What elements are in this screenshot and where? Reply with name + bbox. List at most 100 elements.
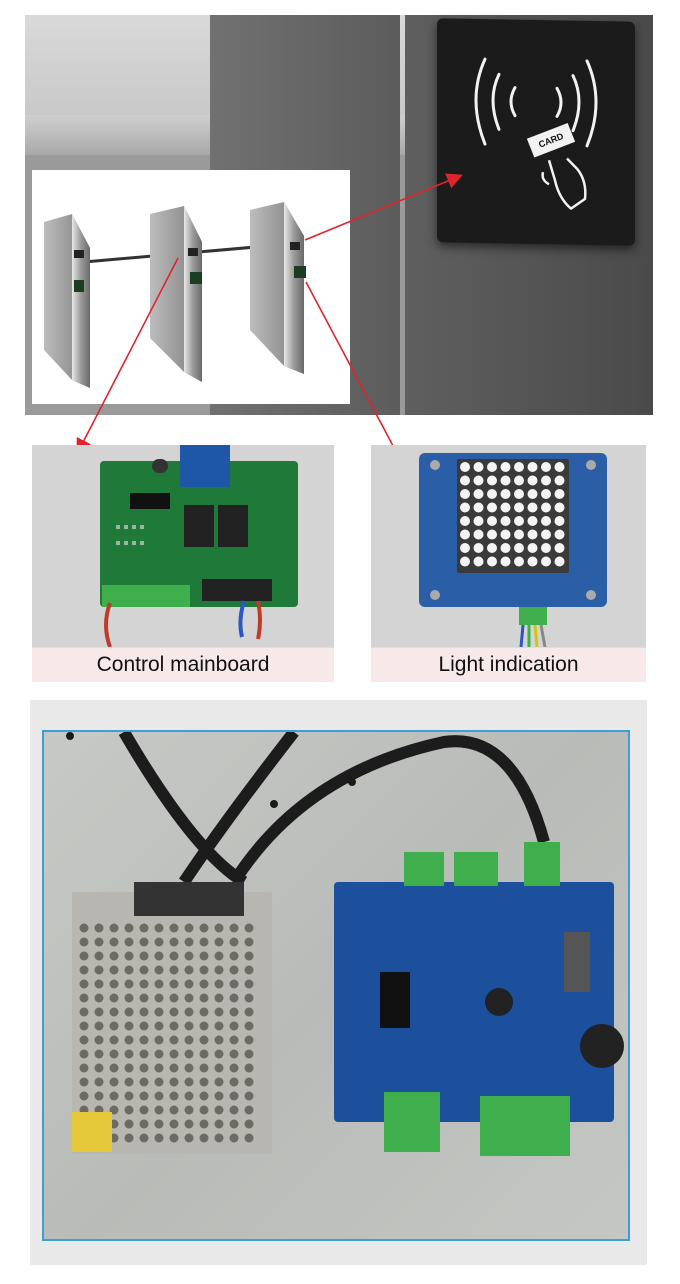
led-dot (541, 502, 551, 513)
vent-hole (199, 1021, 209, 1031)
led-dot (500, 475, 511, 486)
vent-hole (94, 1077, 104, 1087)
vent-hole (124, 1007, 134, 1017)
light-indication-caption: Light indication (371, 647, 646, 682)
vent-hole (109, 1049, 119, 1059)
vent-hole (79, 1049, 89, 1059)
arrow-to-reader (304, 173, 463, 241)
vent-hole (214, 965, 224, 975)
vent-hole (244, 1105, 254, 1115)
vent-hole (154, 1035, 164, 1045)
vent-hole (79, 923, 89, 933)
vent-hole (94, 1035, 104, 1045)
led-dot (460, 489, 470, 499)
led-dot (554, 556, 565, 567)
vent-hole (214, 1091, 224, 1101)
led-dot (541, 516, 551, 526)
led-dot (541, 475, 551, 486)
vent-hole (244, 1007, 254, 1017)
led-dot (460, 556, 470, 567)
led-dot (500, 556, 511, 567)
led-dot (554, 543, 565, 553)
vent-hole (184, 1063, 194, 1073)
vent-hole (109, 951, 119, 961)
vent-hole (139, 1021, 149, 1031)
power-supply-and-board-photo (42, 730, 630, 1241)
led-dot (554, 502, 565, 513)
vent-hole (214, 1049, 224, 1059)
vent-hole (214, 1133, 224, 1143)
led-dot (527, 556, 538, 567)
vent-hole (244, 1021, 254, 1031)
vent-hole (94, 1007, 104, 1017)
led-dot (487, 462, 497, 472)
led-dot (473, 475, 484, 486)
mount-hole (348, 778, 356, 786)
led-dot (487, 475, 497, 486)
vent-hole (169, 993, 179, 1003)
vent-hole (169, 1035, 179, 1045)
vent-hole (139, 993, 149, 1003)
vent-hole (109, 965, 119, 975)
vent-hole (109, 937, 119, 947)
vent-hole (169, 1091, 179, 1101)
vent-hole (244, 1077, 254, 1087)
vent-hole (94, 1049, 104, 1059)
vent-hole (199, 1133, 209, 1143)
vent-hole (139, 1091, 149, 1101)
led-dot (473, 516, 484, 526)
vent-hole (139, 1133, 149, 1143)
vent-hole (79, 1063, 89, 1073)
vent-hole (169, 1021, 179, 1031)
vent-hole (124, 993, 134, 1003)
vent-hole (109, 1035, 119, 1045)
vent-hole (229, 1133, 239, 1143)
vent-hole (79, 1007, 89, 1017)
led-dot (460, 502, 470, 513)
led-dot (473, 556, 484, 567)
vent-hole (244, 1133, 254, 1143)
arrow-to-light (305, 281, 410, 477)
contactless-card-icon (474, 57, 598, 210)
vent-hole (214, 979, 224, 989)
vent-hole (124, 1105, 134, 1115)
vent-hole (79, 993, 89, 1003)
vent-hole (79, 1077, 89, 1087)
vent-hole (109, 1007, 119, 1017)
vent-hole (94, 1063, 104, 1073)
vent-hole (229, 965, 239, 975)
vent-hole (154, 1021, 164, 1031)
led-dot (541, 529, 551, 540)
vent-hole (199, 937, 209, 947)
led-dot (554, 529, 565, 540)
vent-hole (79, 965, 89, 975)
led-dot (554, 462, 565, 472)
vent-hole (154, 951, 164, 961)
led-dot (554, 516, 565, 526)
led-dot (460, 529, 470, 540)
led-dot (487, 489, 497, 499)
vent-hole (244, 965, 254, 975)
led-dot (500, 462, 511, 472)
led-dot (473, 502, 484, 513)
vent-hole (229, 1119, 239, 1129)
led-dot (514, 502, 524, 513)
led-dot (473, 489, 484, 499)
vent-hole (154, 1119, 164, 1129)
vent-hole (109, 923, 119, 933)
vent-hole (124, 1049, 134, 1059)
vent-hole (244, 1063, 254, 1073)
led-dot (514, 529, 524, 540)
vent-hole (124, 1063, 134, 1073)
vent-hole (199, 1063, 209, 1073)
vent-hole (244, 923, 254, 933)
vent-hole (139, 979, 149, 989)
vent-hole (139, 951, 149, 961)
vent-hole (244, 1049, 254, 1059)
led-dot (514, 462, 524, 472)
vent-hole (169, 1077, 179, 1087)
vent-hole (184, 1133, 194, 1143)
vent-hole (169, 1063, 179, 1073)
vent-hole (229, 1091, 239, 1101)
vent-hole (109, 1077, 119, 1087)
